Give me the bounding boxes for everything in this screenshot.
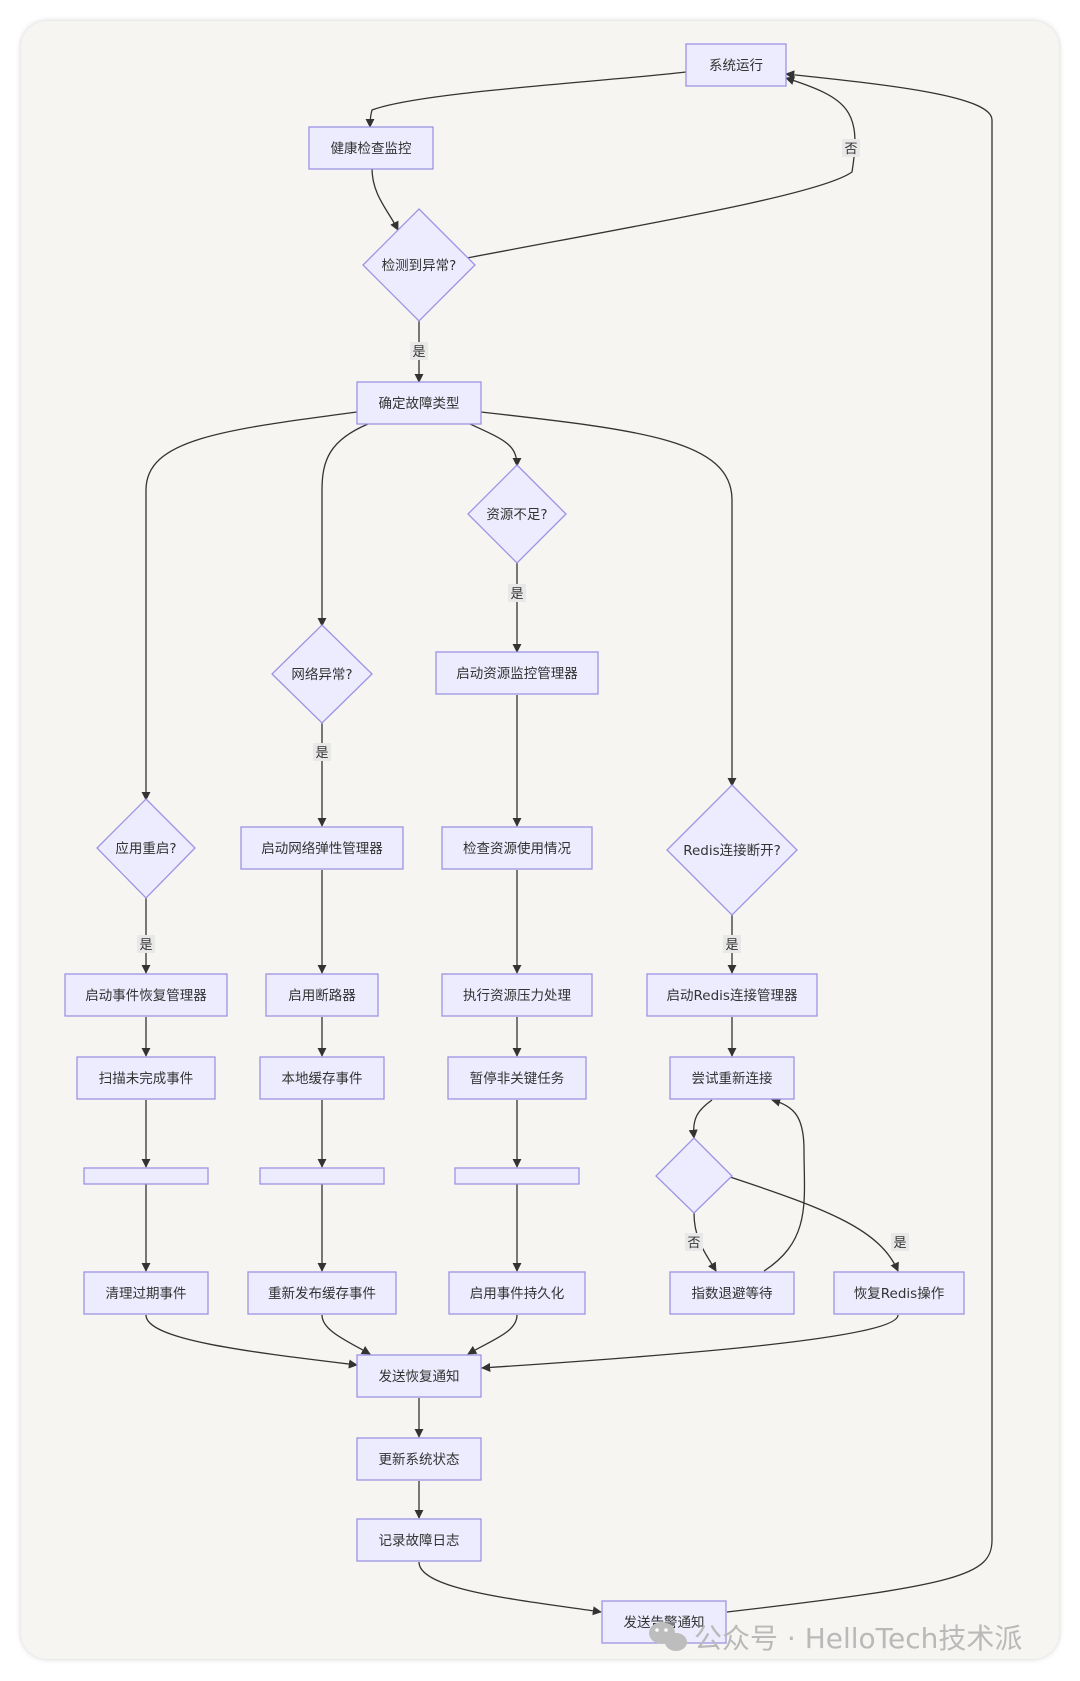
svg-text:本地缓存事件: 本地缓存事件	[282, 1071, 363, 1087]
svg-text:启动Redis连接管理器: 启动Redis连接管理器	[667, 987, 798, 1004]
node-clean-events: 清理过期事件	[83, 1271, 209, 1315]
edges	[141, 70, 993, 1616]
svg-text:网络异常?: 网络异常?	[291, 667, 352, 683]
edge-fault-redis	[480, 411, 737, 787]
decision-redis: Redis连接断开?	[666, 784, 798, 916]
edge-label-yes-restore: 是	[891, 1233, 909, 1251]
node-pause-tasks: 暂停非关键任务	[447, 1056, 587, 1100]
node-backoff: 指数退避等待	[669, 1271, 795, 1315]
svg-text:检查资源使用情况: 检查资源使用情况	[463, 840, 571, 857]
svg-text:启用事件持久化: 启用事件持久化	[470, 1286, 565, 1302]
edge-decision-restore-yes	[729, 1176, 899, 1272]
svg-text:是: 是	[139, 938, 152, 953]
edge-health-detect	[371, 167, 399, 231]
node-redis-manager: 启动Redis连接管理器	[646, 973, 818, 1017]
svg-text:重新发布缓存事件: 重新发布缓存事件	[268, 1286, 376, 1302]
edge-label-yes-detect: 是	[410, 342, 428, 360]
edge-restore-recovery	[481, 1314, 899, 1373]
edge-alert-sysrun	[726, 70, 993, 1613]
node-event-manager: 启动事件恢复管理器	[64, 973, 228, 1017]
svg-text:扫描未完成事件: 扫描未完成事件	[99, 1071, 194, 1087]
svg-text:启动网络弹性管理器: 启动网络弹性管理器	[261, 841, 383, 857]
svg-text:应用重启?: 应用重启?	[115, 840, 176, 857]
node-empty-bar-1	[83, 1167, 209, 1185]
edge-fault-restart	[141, 411, 358, 801]
edge-fault-network	[317, 423, 369, 627]
node-network-manager: 启动网络弹性管理器	[240, 826, 404, 870]
decision-redis-reconnect	[655, 1137, 733, 1214]
node-empty-bar-2	[259, 1167, 385, 1185]
edge-label-yes-resource: 是	[508, 584, 526, 602]
svg-text:清理过期事件: 清理过期事件	[106, 1286, 187, 1302]
node-republish: 重新发布缓存事件	[247, 1271, 397, 1315]
edge-detect-sysrun-no	[466, 76, 856, 259]
svg-text:执行资源压力处理: 执行资源压力处理	[463, 988, 571, 1004]
svg-text:确定故障类型: 确定故障类型	[379, 396, 460, 412]
svg-text:更新系统状态: 更新系统状态	[379, 1452, 460, 1468]
svg-text:发送恢复通知: 发送恢复通知	[379, 1368, 460, 1385]
watermark: 公众号 · HelloTech技术派	[649, 1622, 1022, 1655]
node-log-fault: 记录故障日志	[356, 1518, 482, 1562]
node-sys-run: 系统运行	[685, 43, 787, 87]
svg-text:公众号 · HelloTech技术派: 公众号 · HelloTech技术派	[694, 1622, 1022, 1655]
svg-text:资源不足?: 资源不足?	[486, 507, 547, 523]
node-breaker: 启用断路器	[265, 973, 379, 1017]
node-send-recovery: 发送恢复通知	[356, 1354, 482, 1398]
edge-label-yes-redis: 是	[723, 935, 741, 953]
svg-text:尝试重新连接: 尝试重新连接	[692, 1070, 773, 1087]
svg-text:健康检查监控: 健康检查监控	[331, 140, 412, 157]
svg-text:是: 是	[412, 345, 425, 360]
node-empty-bar-3	[454, 1167, 580, 1185]
node-persist: 启用事件持久化	[448, 1271, 586, 1315]
edge-label-yes-restart: 是	[137, 935, 155, 953]
edge-clean-recovery	[145, 1314, 358, 1369]
node-resource-manager: 启动资源监控管理器	[435, 651, 599, 695]
svg-text:否: 否	[687, 1236, 700, 1251]
svg-text:否: 否	[844, 142, 857, 157]
decision-restart: 应用重启?	[96, 798, 196, 899]
svg-text:是: 是	[725, 938, 738, 953]
edge-label-no-top: 否	[842, 139, 860, 157]
svg-text:启动资源监控管理器: 启动资源监控管理器	[456, 666, 578, 682]
svg-text:是: 是	[893, 1236, 906, 1251]
edge-backoff-reconnect	[763, 1097, 806, 1272]
edge-fault-resource	[469, 423, 522, 467]
wechat-icon	[649, 1622, 687, 1651]
decision-resource: 资源不足?	[467, 464, 567, 564]
svg-text:Redis连接断开?: Redis连接断开?	[683, 842, 781, 859]
svg-text:指数退避等待: 指数退避等待	[692, 1285, 773, 1302]
edge-persist-recovery	[467, 1314, 518, 1355]
edge-labels: 否 是 是 是 是 是 否 是	[137, 139, 909, 1251]
edge-republish-recovery	[321, 1314, 371, 1355]
svg-text:系统运行: 系统运行	[709, 58, 763, 74]
svg-text:是: 是	[315, 746, 328, 761]
edge-label-no-backoff: 否	[685, 1233, 703, 1251]
edge-reconnect-decision	[688, 1099, 713, 1139]
node-exec-pressure: 执行资源压力处理	[441, 973, 593, 1017]
svg-text:是: 是	[510, 587, 523, 602]
node-health-check: 健康检查监控	[308, 126, 434, 170]
node-update-status: 更新系统状态	[356, 1437, 482, 1481]
node-scan-events: 扫描未完成事件	[76, 1056, 216, 1100]
edge-sysrun-health	[365, 71, 687, 128]
svg-text:恢复Redis操作: 恢复Redis操作	[854, 1285, 944, 1302]
svg-text:记录故障日志: 记录故障日志	[379, 1533, 460, 1549]
decision-detect-anomaly: 检测到异常?	[362, 208, 476, 322]
svg-text:检测到异常?: 检测到异常?	[382, 258, 457, 274]
svg-text:启动事件恢复管理器: 启动事件恢复管理器	[85, 987, 207, 1004]
node-fault-type: 确定故障类型	[356, 381, 482, 425]
decision-network: 网络异常?	[271, 624, 373, 724]
node-local-cache: 本地缓存事件	[259, 1056, 385, 1100]
svg-text:暂停非关键任务: 暂停非关键任务	[470, 1070, 565, 1087]
edge-label-yes-network: 是	[313, 743, 331, 761]
node-reconnect: 尝试重新连接	[669, 1056, 795, 1100]
svg-text:启用断路器: 启用断路器	[288, 988, 356, 1004]
node-restore-redis: 恢复Redis操作	[833, 1271, 965, 1315]
edge-log-alert	[418, 1561, 602, 1616]
node-check-resource: 检查资源使用情况	[441, 826, 593, 870]
